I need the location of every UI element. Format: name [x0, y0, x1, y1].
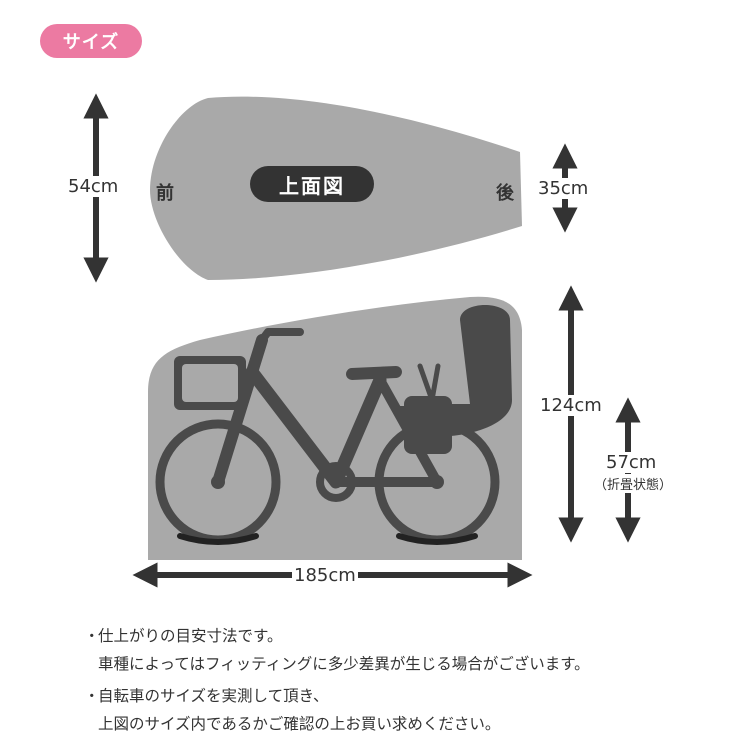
dimension-length: 185cm — [292, 565, 358, 586]
dimension-rear-width: 35cm — [536, 178, 591, 199]
dimension-height: 124cm — [538, 395, 604, 416]
dimension-folded-height: 57cm — [604, 452, 659, 473]
note-line: 車種によってはフィッティングに多少差異が生じる場合がございます。 — [98, 655, 590, 673]
note-line: 自転車のサイズを実測して頂き、 — [98, 687, 329, 705]
note-bullet: ・ — [84, 627, 100, 645]
saddle — [346, 366, 402, 380]
top-view-title: 上面図 — [250, 166, 374, 202]
top-view-front-label: 前 — [156, 183, 174, 204]
size-badge: サイズ — [40, 24, 142, 58]
front-tyre-bottom — [177, 533, 259, 545]
note-item: ・ 自転車のサイズを実測して頂き、 上図のサイズ内であるかご確認の上お買い求めく… — [84, 682, 590, 738]
child-seat — [400, 305, 512, 437]
folded-state-note: （折畳状態） — [594, 474, 673, 493]
notes: ・ 仕上がりの目安寸法です。 車種によってはフィッティングに多少差異が生じる場合… — [84, 622, 590, 738]
note-bullet: ・ — [84, 687, 100, 705]
rear-tyre-bottom — [396, 533, 478, 545]
size-diagram — [83, 93, 641, 588]
note-item: ・ 仕上がりの目安寸法です。 車種によってはフィッティングに多少差異が生じる場合… — [84, 622, 590, 678]
dimension-front-width: 54cm — [66, 176, 121, 197]
top-view-rear-label: 後 — [496, 183, 514, 204]
bicycle-illustration — [155, 305, 512, 545]
note-line: 仕上がりの目安寸法です。 — [98, 627, 283, 645]
note-line: 上図のサイズ内であるかご確認の上お買い求めください。 — [98, 715, 501, 733]
chainring — [316, 462, 356, 502]
